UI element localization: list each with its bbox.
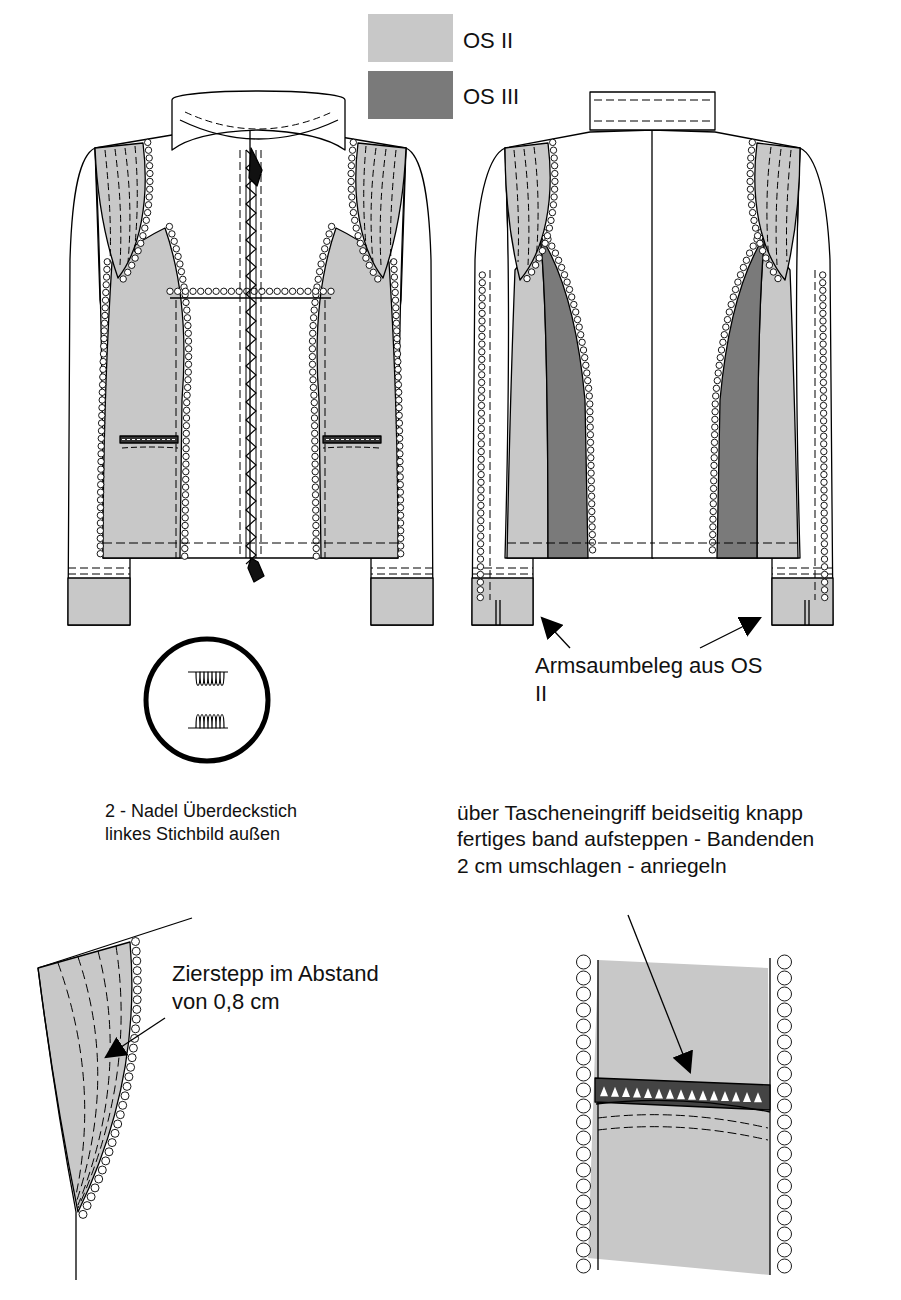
legend-text: OS III: [463, 83, 519, 111]
annotation-label: Zierstepp im Abstand von 0,8 cm: [172, 960, 417, 1015]
annotation-label: über Tascheneingriff beidseitig knapp fe…: [457, 800, 819, 879]
legend-swatch: [368, 71, 453, 119]
coverstitch-loops: [120, 139, 153, 282]
coverstitch-loops: [577, 955, 591, 1273]
annotation-label: 2 - Nadel Überdeckstich linkes Stichbild…: [105, 800, 345, 845]
coverstitch-loops: [97, 259, 110, 557]
annotation-label: Armsaumbeleg aus OS II: [535, 652, 765, 707]
coverstitch-loops: [541, 229, 596, 553]
legend-swatch: [368, 14, 453, 62]
legend-text: OS II: [463, 27, 513, 55]
coverstitch-loops: [167, 288, 250, 294]
coverstitch-loops: [477, 272, 485, 601]
coverstitch-loops: [778, 955, 792, 1273]
coverstitch-loops: [524, 139, 558, 282]
coverstitch-loops: [166, 223, 192, 559]
coverstitch-loops: [79, 938, 141, 1219]
